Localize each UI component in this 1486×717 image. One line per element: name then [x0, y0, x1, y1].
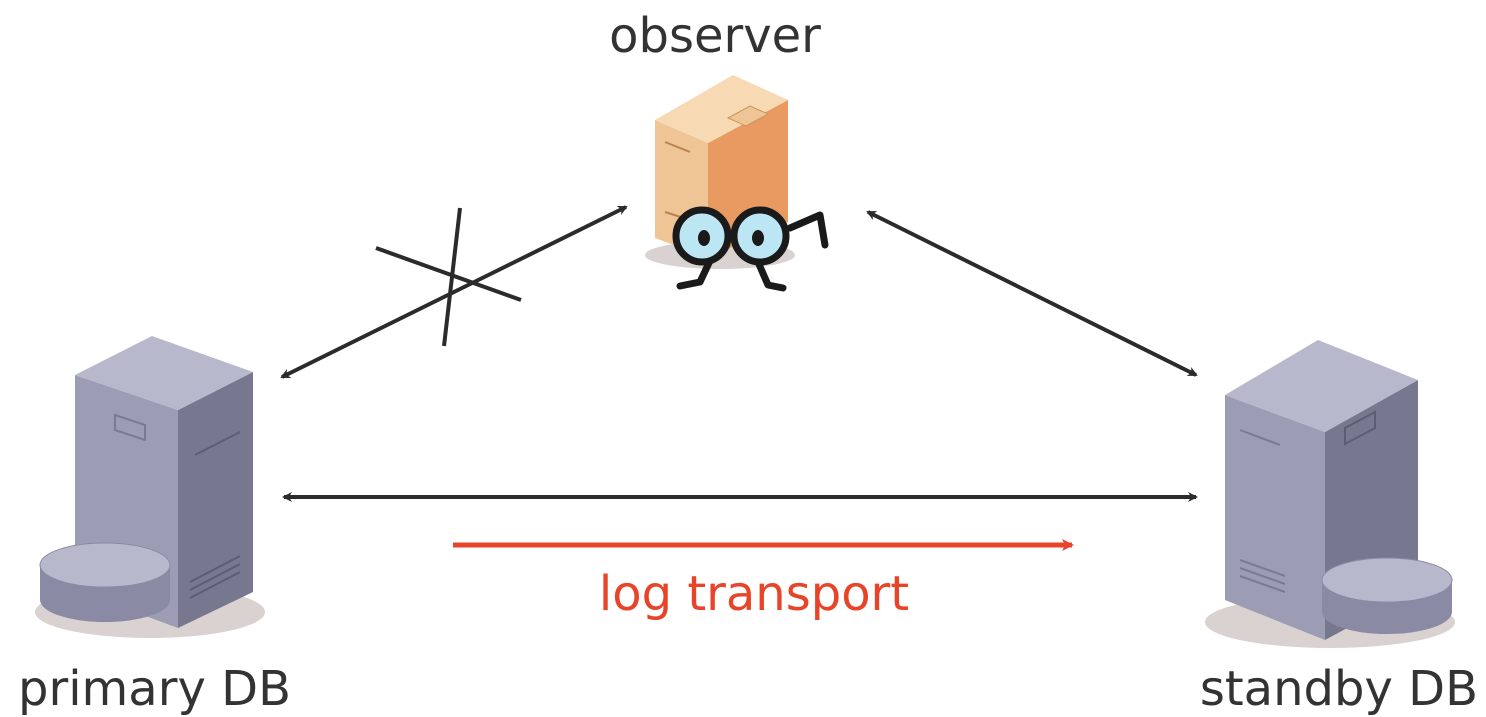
standby-db-server-icon — [1205, 340, 1455, 648]
observer-server-icon — [645, 75, 829, 292]
observer-standby-arrow — [866, 210, 1198, 377]
primary-db-label: primary DB — [18, 661, 291, 717]
primary-observer-arrow — [280, 205, 628, 379]
observer-label: observer — [609, 8, 821, 64]
broken-link-cross-icon — [375, 207, 522, 347]
log-transport-label: log transport — [599, 566, 909, 622]
primary-db-server-icon — [35, 336, 265, 638]
standby-db-label: standby DB — [1200, 661, 1478, 717]
